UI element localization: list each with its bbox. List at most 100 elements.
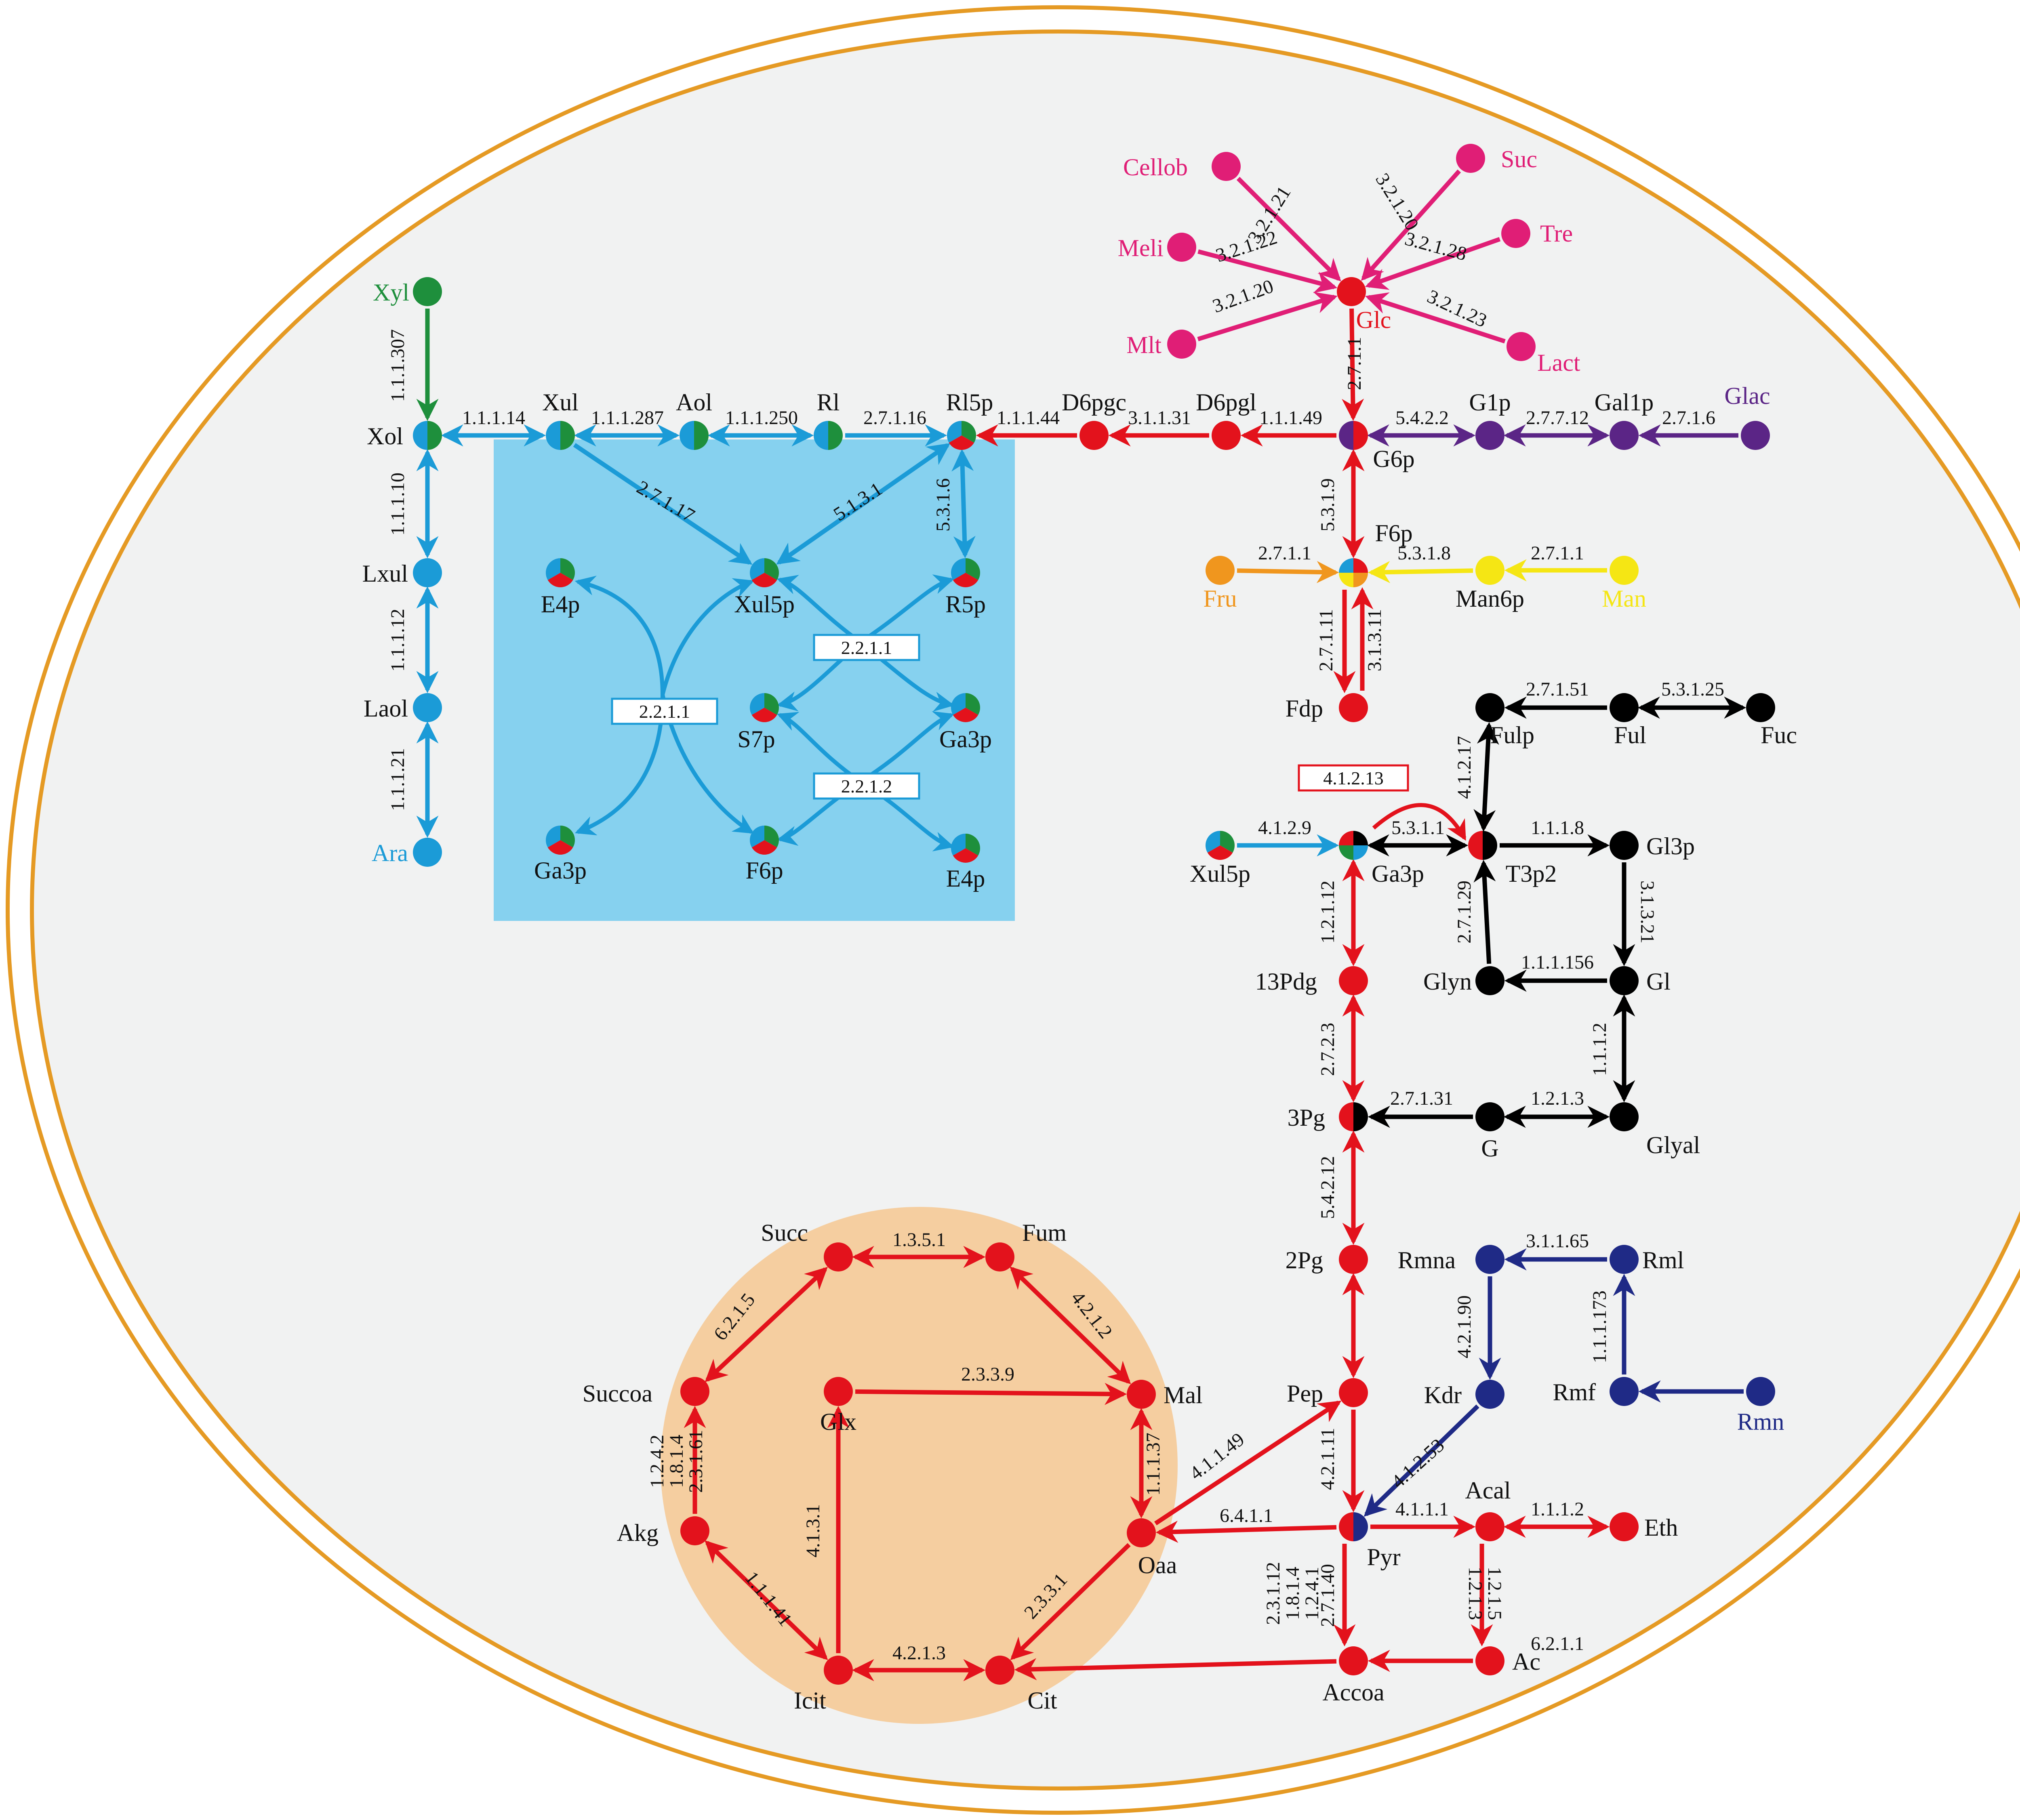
metabolite-man[interactable]: Man bbox=[1602, 556, 1646, 612]
reaction-glx-to-mal bbox=[855, 1383, 1127, 1405]
metabolite-f6p[interactable]: F6p bbox=[1339, 520, 1413, 587]
metabolite-r5p[interactable]: R5p bbox=[945, 558, 986, 618]
metabolite-label: Rml bbox=[1642, 1247, 1684, 1274]
metabolite-akg[interactable]: Akg bbox=[617, 1516, 709, 1546]
metabolite-ac[interactable]: Ac bbox=[1475, 1646, 1540, 1675]
metabolite-pg3[interactable]: 3Pg bbox=[1288, 1102, 1368, 1131]
reaction-suc-to-glc bbox=[1361, 169, 1461, 281]
metabolite-d6pgl[interactable]: D6pgl bbox=[1196, 389, 1256, 450]
metabolite-fum[interactable]: Fum bbox=[985, 1219, 1067, 1271]
metabolite-d6pgc[interactable]: D6pgc bbox=[1062, 389, 1126, 450]
metabolite-xyl[interactable]: Xyl bbox=[373, 277, 442, 306]
metabolite-label: Eth bbox=[1644, 1514, 1678, 1541]
metabolite-rmn[interactable]: Rmn bbox=[1737, 1377, 1784, 1435]
node-dot bbox=[1475, 1102, 1504, 1131]
metabolite-acal[interactable]: Acal bbox=[1465, 1477, 1511, 1541]
metabolite-rl[interactable]: Rl bbox=[814, 389, 843, 450]
metabolite-s7p[interactable]: S7p bbox=[737, 693, 779, 752]
metabolite-lact[interactable]: Lact bbox=[1507, 332, 1580, 376]
ec-label: 1.1.1.2 bbox=[1531, 1498, 1584, 1520]
metabolite-e4p-a[interactable]: E4p bbox=[541, 558, 580, 618]
metabolite-glyal[interactable]: Glyal bbox=[1610, 1102, 1700, 1158]
metabolite-man6p[interactable]: Man6p bbox=[1456, 556, 1524, 612]
metabolite-pyr[interactable]: Pyr bbox=[1339, 1512, 1401, 1570]
metabolite-pdg13[interactable]: 13Pdg bbox=[1255, 966, 1368, 995]
metabolite-xul5p-a[interactable]: Xul5p bbox=[734, 558, 795, 618]
metabolite-g[interactable]: G bbox=[1475, 1102, 1504, 1162]
metabolite-rl5p[interactable]: Rl5p bbox=[946, 389, 993, 450]
metabolite-cit[interactable]: Cit bbox=[985, 1656, 1057, 1714]
node-dot bbox=[413, 838, 442, 867]
node-dot bbox=[1610, 966, 1639, 995]
node-dot bbox=[1610, 831, 1639, 860]
metabolite-rmna[interactable]: Rmna bbox=[1398, 1245, 1504, 1274]
metabolite-mlt[interactable]: Mlt bbox=[1126, 330, 1196, 359]
node-slice bbox=[680, 421, 694, 450]
metabolite-succoa[interactable]: Succoa bbox=[583, 1377, 709, 1407]
metabolite-label: Rmna bbox=[1398, 1247, 1456, 1274]
ec-label: 1.1.1.173 bbox=[1589, 1290, 1610, 1363]
metabolite-t3p2[interactable]: T3p2 bbox=[1468, 831, 1557, 887]
metabolite-suc[interactable]: Suc bbox=[1456, 144, 1537, 173]
metabolite-ga3p-b[interactable]: Ga3p bbox=[534, 826, 587, 884]
metabolite-label: Akg bbox=[617, 1519, 659, 1546]
metabolite-lxul[interactable]: Lxul bbox=[362, 558, 442, 587]
metabolite-ful[interactable]: Ful bbox=[1610, 693, 1646, 748]
node-slice bbox=[1468, 831, 1483, 860]
metabolite-glc[interactable]: Glc bbox=[1337, 277, 1391, 333]
metabolite-ga3p-a[interactable]: Ga3p bbox=[939, 693, 992, 752]
ec-label: 2.7.1.31 bbox=[1390, 1088, 1453, 1109]
metabolite-icit[interactable]: Icit bbox=[794, 1656, 853, 1714]
metabolite-label: Succ bbox=[761, 1219, 808, 1246]
metabolite-rmf[interactable]: Rmf bbox=[1553, 1377, 1639, 1406]
metabolite-e4p-b[interactable]: E4p bbox=[946, 834, 985, 892]
metabolite-label: T3p2 bbox=[1506, 860, 1557, 887]
metabolite-label: Xul bbox=[542, 389, 579, 416]
metabolite-f6p-a[interactable]: F6p bbox=[745, 826, 783, 884]
metabolite-ga3p[interactable]: Ga3p bbox=[1339, 831, 1424, 887]
metabolite-laol[interactable]: Laol bbox=[364, 693, 442, 722]
metabolite-gl[interactable]: Gl bbox=[1610, 966, 1671, 995]
metabolite-pg2[interactable]: 2Pg bbox=[1286, 1245, 1368, 1274]
metabolite-mal[interactable]: Mal bbox=[1127, 1380, 1203, 1409]
metabolite-ara[interactable]: Ara bbox=[372, 838, 442, 867]
ec-label: 2.7.1.1 bbox=[1344, 337, 1365, 390]
metabolite-fdp[interactable]: Fdp bbox=[1286, 693, 1368, 722]
ec-label: 1.1.1.14 bbox=[462, 407, 525, 429]
metabolite-accoa[interactable]: Accoa bbox=[1322, 1646, 1385, 1706]
ec-label: 5.4.2.12 bbox=[1317, 1156, 1338, 1219]
metabolite-gal1p[interactable]: Gal1p bbox=[1595, 389, 1654, 450]
metabolite-xul5p-b[interactable]: Xul5p bbox=[1190, 831, 1250, 887]
metabolite-cellob[interactable]: Cellob bbox=[1123, 152, 1241, 181]
metabolite-fulp[interactable]: Fulp bbox=[1475, 693, 1534, 748]
ec-label: 5.3.1.1 bbox=[1391, 817, 1445, 839]
metabolite-kdr[interactable]: Kdr bbox=[1424, 1380, 1504, 1409]
metabolite-label: Fuc bbox=[1761, 722, 1797, 748]
metabolite-xol[interactable]: Xol bbox=[367, 421, 442, 450]
metabolite-label: E4p bbox=[946, 865, 985, 892]
metabolite-fuc[interactable]: Fuc bbox=[1746, 693, 1797, 748]
metabolite-xul[interactable]: Xul bbox=[542, 389, 579, 450]
node-slice bbox=[413, 421, 427, 450]
ec-label: 1.1.1.287 bbox=[591, 407, 664, 429]
metabolite-gl3p[interactable]: Gl3p bbox=[1610, 831, 1695, 860]
metabolite-fru[interactable]: Fru bbox=[1203, 556, 1237, 612]
metabolite-label: Mal bbox=[1164, 1382, 1203, 1408]
node-slice bbox=[560, 421, 575, 450]
metabolite-tre[interactable]: Tre bbox=[1501, 219, 1573, 248]
metabolite-aol[interactable]: Aol bbox=[676, 389, 712, 450]
metabolite-g6p[interactable]: G6p bbox=[1339, 421, 1415, 472]
metabolite-oaa[interactable]: Oaa bbox=[1127, 1518, 1177, 1578]
node-slice bbox=[694, 421, 709, 450]
metabolite-glx[interactable]: Glx bbox=[820, 1377, 856, 1435]
node-dot bbox=[1475, 421, 1504, 450]
metabolite-glyn[interactable]: Glyn bbox=[1423, 966, 1504, 995]
metabolite-eth[interactable]: Eth bbox=[1610, 1512, 1678, 1541]
metabolite-succ[interactable]: Succ bbox=[761, 1219, 853, 1271]
metabolite-glac[interactable]: Glac bbox=[1724, 382, 1770, 450]
metabolite-rml[interactable]: Rml bbox=[1610, 1245, 1684, 1274]
metabolite-g1p[interactable]: G1p bbox=[1469, 389, 1511, 450]
metabolite-pep[interactable]: Pep bbox=[1287, 1378, 1368, 1407]
metabolite-meli[interactable]: Meli bbox=[1118, 233, 1196, 262]
